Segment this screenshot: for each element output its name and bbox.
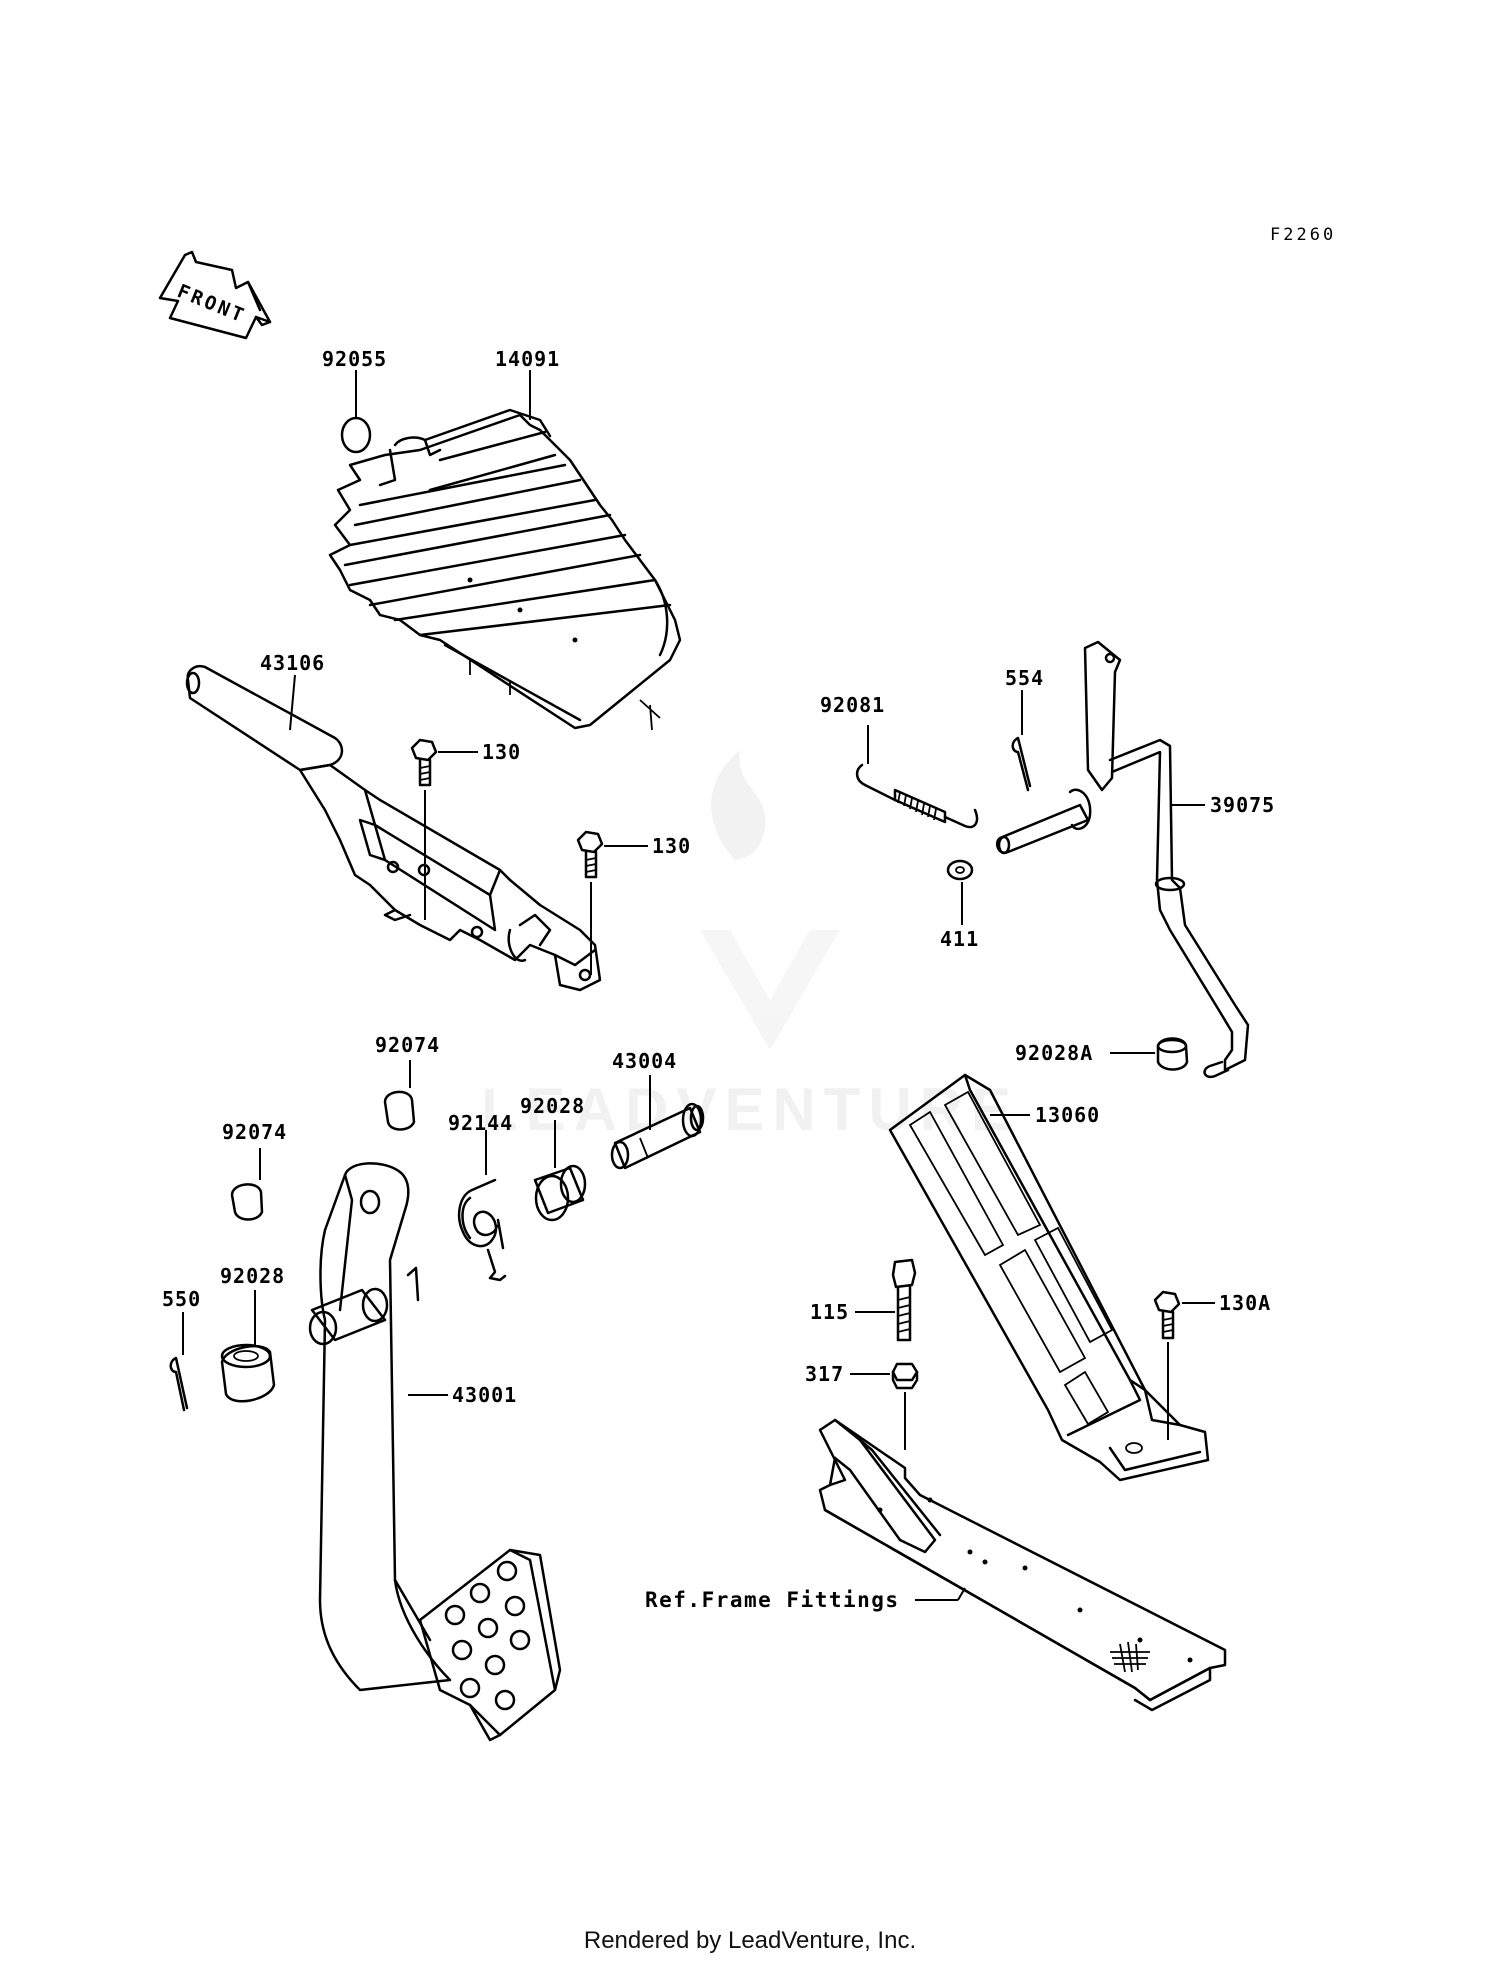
- bolt-115: 115: [810, 1258, 917, 1342]
- cap-92074-lower: 92074: [222, 1120, 287, 1221]
- label-14091: 14091: [495, 347, 560, 371]
- figure-code: F2260: [1270, 225, 1336, 245]
- label-317: 317: [805, 1362, 844, 1386]
- washer-411: 411: [940, 859, 979, 951]
- label-13060: 13060: [1035, 1103, 1100, 1127]
- grid-mark-icon: [1110, 1641, 1150, 1673]
- bolt-130A: 130A: [1153, 1290, 1271, 1440]
- bushing-92028A: 92028A: [1015, 1037, 1189, 1071]
- cap-92074-upper: 92074: [375, 1033, 440, 1131]
- label-550: 550: [162, 1287, 201, 1311]
- label-92028A: 92028A: [1015, 1041, 1093, 1065]
- cotter-pin-550: 550: [162, 1287, 201, 1412]
- label-92055: 92055: [322, 347, 387, 371]
- pedal-tread-holes: [444, 1560, 531, 1711]
- label-92028-lower: 92028: [220, 1264, 285, 1288]
- frame-fittings: Ref.Frame Fittings: [645, 1418, 1227, 1712]
- boot-14091: 14091: [328, 347, 682, 731]
- bushing-92028-lower: 92028: [220, 1264, 285, 1403]
- footer-credit: Rendered by LeadVenture, Inc.: [584, 1927, 916, 1954]
- spring-92081: 92081: [820, 693, 979, 829]
- label-130-upper: 130: [482, 740, 521, 764]
- lever-43106: 43106: [185, 651, 602, 992]
- label-130-lower: 130: [652, 834, 691, 858]
- label-39075: 39075: [1210, 793, 1275, 817]
- label-43106: 43106: [260, 651, 325, 675]
- leadventure-watermark: LEADVENTURE: [481, 750, 1019, 1143]
- label-554: 554: [1005, 666, 1044, 690]
- label-43004: 43004: [612, 1049, 677, 1073]
- label-43001: 43001: [452, 1383, 517, 1407]
- nut-317: 317: [805, 1362, 919, 1450]
- bolt-130-lower: 130: [576, 830, 691, 975]
- shaft-39075: 39075: [996, 640, 1275, 1079]
- pin-43004: 43004: [610, 1049, 705, 1170]
- o-ring-92055: 92055: [322, 347, 387, 454]
- bolt-130-upper: 130: [410, 738, 521, 920]
- label-92028-upper: 92028: [520, 1094, 585, 1118]
- pedal-13060: 13060: [888, 1073, 1210, 1482]
- label-130A: 130A: [1219, 1291, 1271, 1315]
- label-92074-upper: 92074: [375, 1033, 440, 1057]
- label-411: 411: [940, 927, 979, 951]
- watermark-text: LEADVENTURE: [481, 1076, 1019, 1143]
- label-115: 115: [810, 1300, 849, 1324]
- label-92074-lower: 92074: [222, 1120, 287, 1144]
- pedal-43001: 43001: [308, 1162, 562, 1742]
- cotter-pin-554: 554: [1005, 666, 1044, 792]
- label-92144: 92144: [448, 1111, 513, 1135]
- label-ref-frame: Ref.Frame Fittings: [645, 1588, 900, 1612]
- label-92081: 92081: [820, 693, 885, 717]
- front-arrow-icon: FRONT: [158, 250, 272, 340]
- bushing-92028-upper: 92028: [520, 1094, 587, 1222]
- spring-92144: 92144: [448, 1111, 513, 1282]
